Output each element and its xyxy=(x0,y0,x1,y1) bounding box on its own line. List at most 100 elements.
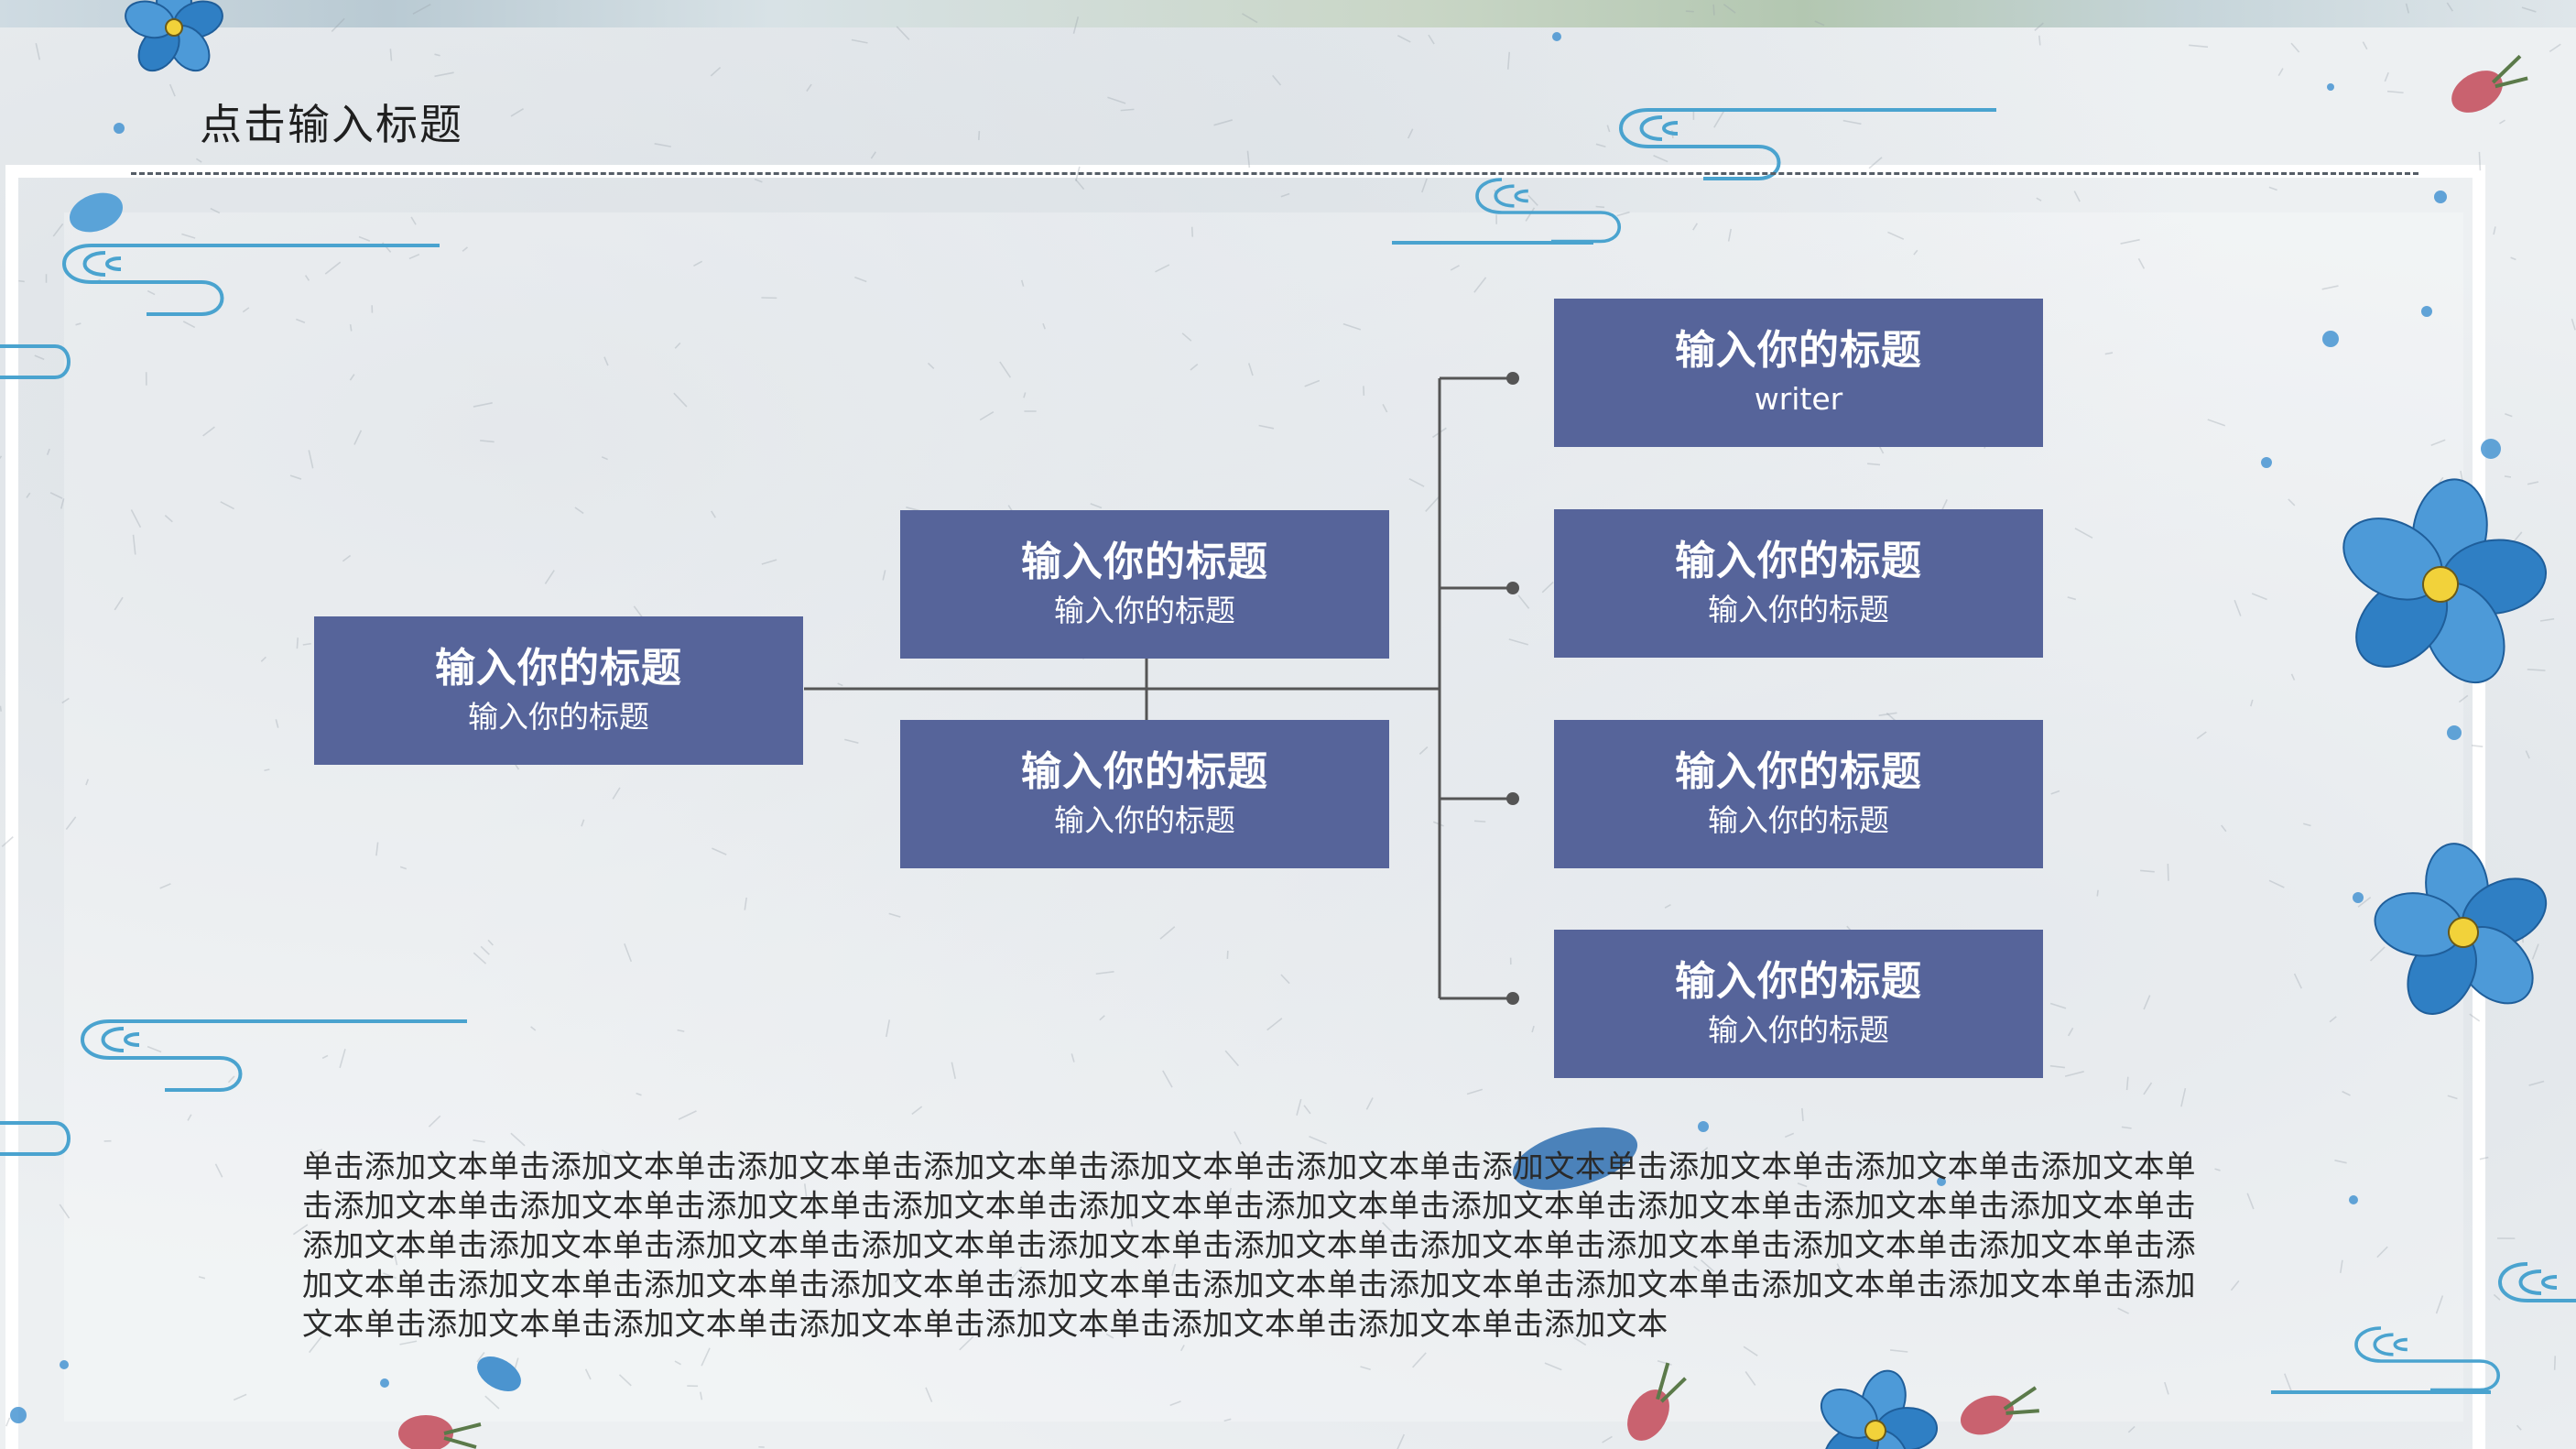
paper-fiber xyxy=(399,866,408,870)
paper-fiber xyxy=(654,143,671,147)
paper-fiber xyxy=(1190,226,1194,237)
forget-me-not-flower-icon xyxy=(125,0,223,72)
paper-fiber xyxy=(2549,43,2561,53)
paper-fiber xyxy=(1365,1097,1374,1110)
paper-fiber xyxy=(896,26,910,40)
paper-fiber xyxy=(2504,475,2512,478)
level3-node-box-4[interactable]: 输入你的标题 输入你的标题 xyxy=(1554,930,2043,1078)
paper-fiber xyxy=(951,1062,956,1079)
paper-fiber xyxy=(1700,1259,1715,1273)
paper-fiber xyxy=(289,474,302,480)
connector-dot-2 xyxy=(1506,582,1519,594)
level2-node-box-1[interactable]: 输入你的标题 输入你的标题 xyxy=(900,510,1389,659)
paper-fiber xyxy=(979,410,995,421)
paper-fiber xyxy=(911,1106,923,1116)
paper-fiber xyxy=(202,426,215,437)
paper-fiber xyxy=(1527,194,1538,206)
paper-fiber xyxy=(1421,178,1428,193)
paper-fiber xyxy=(476,1351,485,1363)
paper-fiber xyxy=(1867,463,1881,466)
paper-fiber xyxy=(1169,1400,1181,1407)
paper-fiber xyxy=(46,448,50,455)
paper-fiber xyxy=(1181,332,1192,342)
paper-fiber xyxy=(324,261,342,275)
paper-fiber xyxy=(603,356,609,366)
level2-node-box-2[interactable]: 输入你的标题 输入你的标题 xyxy=(900,720,1389,868)
paper-fiber xyxy=(2290,673,2296,681)
level3-node-box-3[interactable]: 输入你的标题 输入你的标题 xyxy=(1554,720,2043,868)
paper-fiber xyxy=(2196,731,2207,740)
blue-dot-icon xyxy=(2349,1195,2358,1204)
paper-fiber xyxy=(164,515,173,523)
root-node-box[interactable]: 输入你的标题 输入你的标题 xyxy=(314,616,803,765)
paper-fiber xyxy=(1517,594,1530,609)
paper-fiber xyxy=(1099,1015,1105,1021)
paper-fiber xyxy=(26,492,31,498)
paper-fiber xyxy=(1095,971,1114,975)
blue-dot-icon xyxy=(1698,1121,1709,1132)
root-node-subtitle: 输入你的标题 xyxy=(468,699,649,735)
body-text-paragraph[interactable]: 单击添加文本单击添加文本单击添加文本单击添加文本单击添加文本单击添加文本单击添加… xyxy=(302,1149,2196,1342)
paper-fiber xyxy=(1913,249,1918,256)
paper-fiber xyxy=(2288,498,2296,507)
paper-fiber xyxy=(349,374,355,381)
paper-fiber xyxy=(2493,1293,2501,1301)
paper-fiber xyxy=(292,1224,309,1236)
paper-fiber xyxy=(1020,279,1025,287)
paper-fiber xyxy=(220,501,234,510)
level2-node-subtitle: 输入你的标题 xyxy=(1054,593,1235,628)
paper-fiber xyxy=(701,1347,711,1367)
level3-node-subtitle: 输入你的标题 xyxy=(1708,592,1889,627)
paper-fiber xyxy=(214,1163,223,1178)
paper-fiber xyxy=(854,276,867,283)
paper-fiber xyxy=(408,253,420,260)
paper-fiber xyxy=(2230,1280,2240,1291)
paper-fiber xyxy=(484,1395,500,1410)
paper-fiber xyxy=(1616,211,1630,217)
paper-fiber xyxy=(339,1049,346,1069)
paper-fiber xyxy=(1010,1266,1023,1280)
paper-fiber xyxy=(691,1166,704,1176)
paper-fiber xyxy=(584,1368,592,1380)
paper-fiber xyxy=(2571,318,2576,331)
paper-fiber xyxy=(2143,995,2151,1010)
paper-fiber xyxy=(2321,285,2339,290)
paper-fiber xyxy=(412,3,431,15)
paper-fiber xyxy=(2127,1425,2136,1433)
paper-fiber xyxy=(353,430,363,445)
blue-dot-icon xyxy=(2261,457,2272,468)
paper-fiber xyxy=(473,1139,485,1143)
paper-fiber xyxy=(2528,1080,2545,1086)
paper-fiber xyxy=(227,1075,235,1084)
paper-fiber xyxy=(2342,1090,2351,1096)
level3-node-title: 输入你的标题 xyxy=(1675,958,1922,1005)
paper-fiber xyxy=(636,1092,642,1096)
blue-dot-icon xyxy=(380,1378,389,1388)
blue-dot-icon xyxy=(1937,1177,1946,1186)
paper-fiber xyxy=(712,847,727,855)
paper-fiber xyxy=(114,596,124,611)
paper-fiber xyxy=(260,656,266,662)
paper-fiber xyxy=(761,559,777,565)
paper-fiber xyxy=(1304,379,1321,387)
paper-fiber xyxy=(1801,1107,1804,1122)
top-decorative-strip xyxy=(0,0,2576,27)
level3-node-box-1[interactable]: 输入你的标题 writer xyxy=(1554,299,2043,447)
paper-fiber xyxy=(2050,790,2060,795)
paper-fiber xyxy=(1241,13,1258,24)
paper-fiber xyxy=(1941,499,1948,510)
paper-fiber xyxy=(618,1374,632,1387)
paper-fiber xyxy=(870,151,876,159)
paper-fiber xyxy=(1376,1203,1385,1208)
paper-fiber xyxy=(1360,1366,1371,1370)
slide-title[interactable]: 点击输入标题 xyxy=(200,100,463,149)
level3-node-box-2[interactable]: 输入你的标题 输入你的标题 xyxy=(1554,509,2043,658)
paper-fiber xyxy=(2447,1095,2458,1100)
paper-fiber xyxy=(2064,1071,2084,1077)
paper-fiber xyxy=(2405,3,2410,14)
paper-fiber xyxy=(1317,1310,1323,1313)
paper-fiber xyxy=(2527,481,2539,485)
paper-fiber xyxy=(1531,1025,1535,1033)
paper-fiber xyxy=(2302,823,2311,827)
